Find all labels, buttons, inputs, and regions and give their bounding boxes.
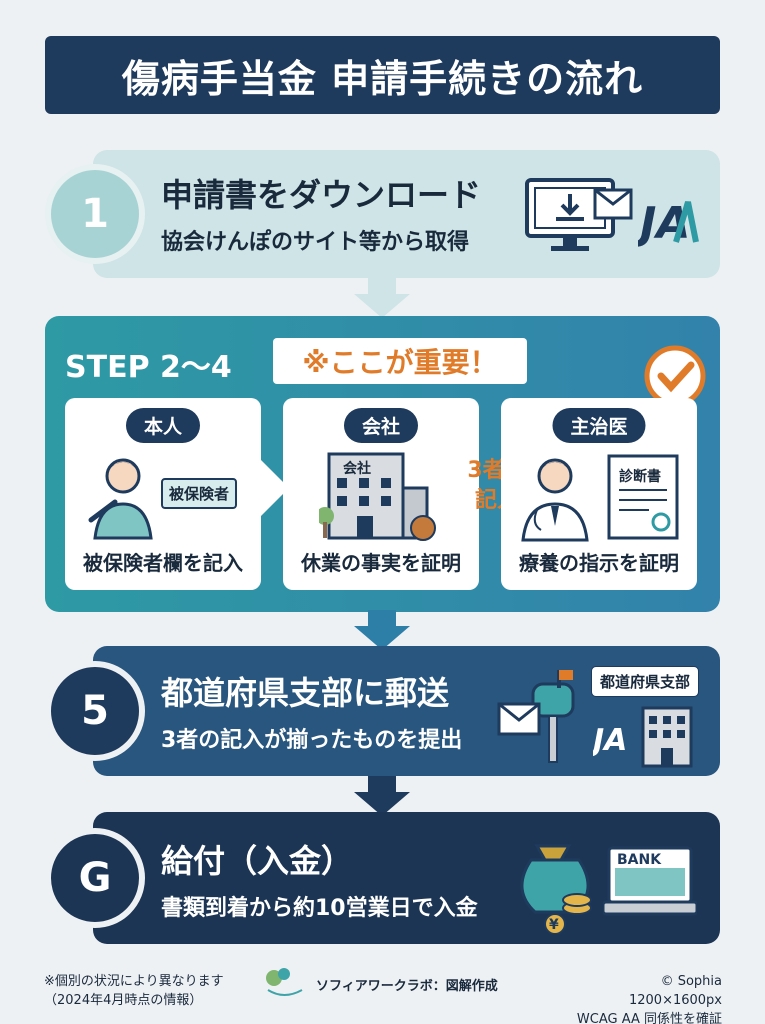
down-arrow-icon [354, 610, 410, 650]
panel-caption-insured: 被保険者欄を記入 [83, 551, 243, 575]
mailbox-icon [497, 670, 575, 763]
svg-text:BANK: BANK [617, 852, 662, 868]
step-g-number: G [45, 828, 145, 928]
step-2-4-label: STEP 2〜4 [65, 350, 232, 385]
company-sign: 会社 [343, 461, 371, 477]
footer-credit: ソフィアワークラボ：図解作成 [316, 979, 498, 994]
footer-disclaimer-line1: ※個別の状況により異なります [44, 974, 224, 989]
sophia-logo-icon [266, 968, 303, 996]
step-1-number: 1 [45, 164, 145, 264]
medical-certificate-label: 診断書 [619, 469, 661, 485]
footer-copyright: © Sophia 1200×1600px [628, 974, 722, 1008]
step-5-number: 5 [45, 661, 145, 761]
footer-disclaimer: ※個別の状況により異なります （2024年4月時点の情報） [44, 972, 224, 1010]
panel-insured: 本人 被保険者 被保険者欄を記入 [65, 398, 261, 590]
step-g-card: G 給付（入金） 書類到着から約10営業日で入金 ¥ BANK [45, 812, 720, 944]
chevron-right-icon [259, 458, 289, 518]
person-writing-icon [88, 458, 153, 540]
branch-building-icon: JA [593, 706, 693, 768]
down-arrow-icon [354, 776, 410, 816]
prefecture-office-tag: 都道府県支部 [591, 666, 700, 697]
panel-tag-insured: 本人 [125, 408, 201, 443]
step-5-card: 5 都道府県支部に郵送 3者の記入が揃ったものを提出 都道府県支部 JA [45, 646, 720, 776]
svg-text:¥: ¥ [549, 917, 559, 933]
download-computer-icon [525, 178, 633, 251]
step-5-subtext: 3者の記入が揃ったものを提出 [161, 728, 463, 753]
panel-company: 会社 会社 休業の事実を証明 [283, 398, 479, 590]
panel-caption-company: 休業の事実を証明 [301, 551, 461, 575]
step-1-subtext: 協会けんぽのサイト等から取得 [161, 230, 470, 255]
panel-caption-doctor: 療養の指示を証明 [519, 551, 679, 575]
panel-tag-company: 会社 [343, 408, 419, 443]
step-1-heading: 申請書をダウンロード [161, 176, 482, 214]
office-building-icon [319, 452, 436, 541]
page-title: 傷病手当金 申請手続きの流れ [45, 36, 720, 114]
important-badge: ※ここが重要！ [273, 338, 527, 384]
svg-text:JA: JA [593, 723, 627, 758]
footer-right: © Sophia 1200×1600px WCAG AA 同係性を確証 [572, 972, 722, 1024]
money-bag-icon: ¥ [520, 844, 592, 934]
step-2-4-section: STEP 2〜4 ※ここが重要！ 本人 被保険者 被保険者欄を記入 会社 [45, 316, 720, 612]
down-arrow-icon [354, 278, 410, 318]
medical-certificate-icon [607, 454, 679, 540]
step-5-heading: 都道府県支部に郵送 [161, 674, 450, 712]
step-1-card: 1 申請書をダウンロード 協会けんぽのサイト等から取得 JA [45, 150, 720, 278]
step-g-heading: 給付（入金） [161, 842, 354, 880]
panel-doctor: 主治医 診断書 療養の指示を証明 [501, 398, 697, 590]
ja-logo-icon: JA [638, 198, 699, 249]
footer-wcag: WCAG AA 同係性を確証 [576, 1012, 722, 1024]
bank-laptop-icon: BANK [603, 846, 697, 916]
step-g-subtext: 書類到着から約10営業日で入金 [161, 896, 478, 921]
insured-speech-bubble: 被保険者 [161, 478, 238, 509]
doctor-icon [521, 458, 589, 542]
footer-disclaimer-line2: （2024年4月時点の情報） [44, 993, 203, 1008]
panel-tag-doctor: 主治医 [552, 408, 646, 443]
